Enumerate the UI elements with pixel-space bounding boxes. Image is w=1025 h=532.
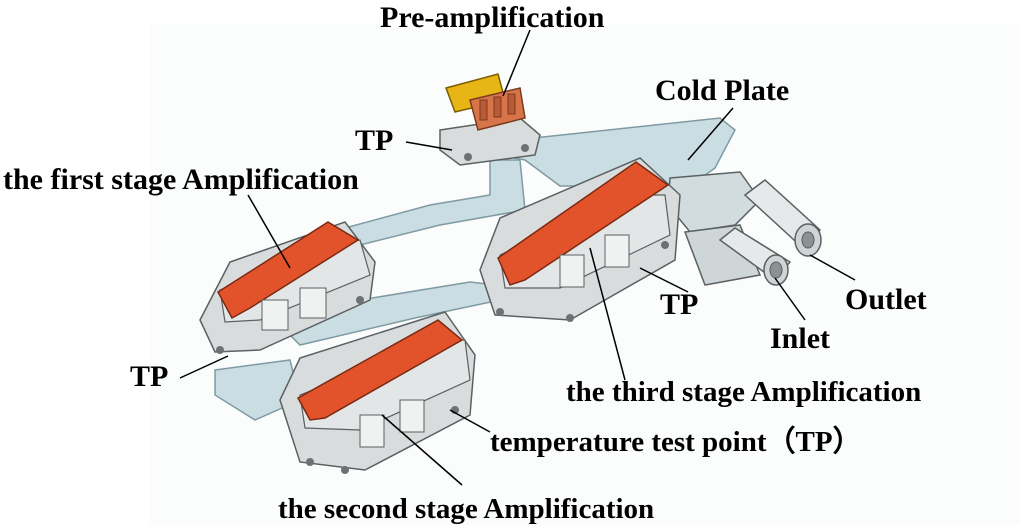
cold-plate-bottom-channel <box>214 359 301 421</box>
second-stage-module <box>279 311 476 474</box>
first-stage-heat-spreader <box>217 221 360 320</box>
leader-outlet <box>809 254 856 281</box>
third-stage-heat-spreader <box>497 161 670 286</box>
leader-tp-top <box>405 141 453 151</box>
inlet-pipe <box>718 227 792 286</box>
leader-first-stage <box>247 194 291 269</box>
label-pre-amplification: Pre-amplification <box>380 1 605 34</box>
leader-temperature-test-point <box>449 409 491 433</box>
label-second-stage: the second stage Amplification <box>278 493 655 525</box>
leader-pre-amplification <box>502 29 531 97</box>
label-tp-top: TP <box>355 124 394 157</box>
label-inlet: Inlet <box>770 322 830 355</box>
label-cold-plate: Cold Plate <box>655 74 790 107</box>
cold-plate-top-channel <box>469 117 736 187</box>
leader-inlet <box>774 277 806 321</box>
cold-plate <box>214 117 736 421</box>
label-tp-left: TP <box>130 360 169 393</box>
leader-tp-left <box>179 355 229 379</box>
first-stage-module <box>199 221 376 354</box>
leader-second-stage <box>381 414 463 486</box>
second-stage-heat-spreader <box>296 319 464 421</box>
leader-lines <box>179 29 856 486</box>
label-first-stage: the first stage Amplification <box>3 163 359 196</box>
outlet-pipe <box>743 179 822 257</box>
label-tp-right: TP <box>660 288 699 321</box>
third-stage-module <box>479 157 681 322</box>
pre-amplification-module <box>439 73 541 166</box>
label-outlet: Outlet <box>845 283 927 316</box>
leader-cold-plate <box>687 107 734 161</box>
leader-third-stage <box>589 247 626 381</box>
leader-tp-right <box>639 267 689 293</box>
label-third-stage: the third stage Amplification <box>566 376 922 408</box>
label-temperature-test-point: temperature test point（TP） <box>490 426 862 458</box>
